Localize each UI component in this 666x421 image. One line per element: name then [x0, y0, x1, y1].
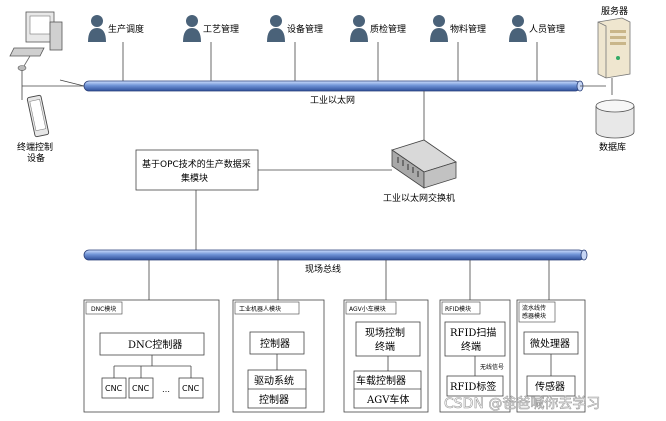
agv-vehicle-box: [353, 370, 422, 409]
dnc-title: DNC模块: [91, 305, 116, 313]
user-icon-dispatch: [88, 15, 106, 42]
agv-vehicle-label: 车载控制器: [356, 374, 406, 387]
cnc-label-2: CNC: [132, 384, 150, 393]
role-label-personnel: 人员管理: [529, 23, 565, 35]
cnc-box-1: [101, 377, 127, 399]
dnc-controller-label: DNC控制器: [128, 338, 182, 351]
rfid-scan-line1: RFID扫描: [450, 326, 496, 339]
cnc-box-3: [178, 377, 204, 399]
opc-collector-line1: 基于OPC技术的生产数据采: [142, 158, 251, 170]
terminal-label-line2: 设备: [27, 152, 45, 164]
user-icon-material: [430, 15, 448, 42]
server-label: 服务器: [601, 5, 628, 17]
cnc-label-3: CNC: [182, 384, 200, 393]
agv-title: AGV小车模块: [349, 305, 386, 313]
database-label: 数据库: [599, 141, 626, 153]
role-label-equipment: 设备管理: [287, 23, 323, 35]
rfid-scan-line2: 终端: [461, 340, 481, 353]
cnc-label-1: CNC: [105, 384, 123, 393]
rfid-title-box: [441, 301, 481, 315]
flow-title-line2: 感器模块: [522, 312, 546, 320]
role-label-process: 工艺管理: [203, 23, 239, 35]
rfid-tag-label: RFID标签: [450, 380, 496, 393]
user-connectors: [122, 42, 538, 81]
watermark: CSDN @爸爸喊你去学习: [444, 396, 600, 412]
rfid-tag-box: [446, 375, 504, 397]
dnc-title-box: [85, 301, 123, 315]
robot-drive-label: 驱动系统: [254, 374, 294, 387]
switch-icon: [391, 139, 457, 189]
agv-field-line1: 现场控制: [365, 326, 405, 339]
user-icon-process: [183, 15, 201, 42]
server-icon: [597, 17, 631, 79]
opc-collector-line2: 集模块: [181, 172, 208, 184]
flow-title-box: [518, 301, 556, 323]
ethernet-label: 工业以太网: [310, 94, 355, 106]
agv-body-label: AGV车体: [366, 393, 409, 406]
agv-title-box: [345, 301, 397, 315]
pc-connector: [59, 79, 85, 87]
rfid-title: RFID模块: [445, 305, 471, 313]
tablet-icon: [26, 94, 50, 138]
agv-field-line2: 终端: [375, 340, 395, 353]
user-icon-equipment: [267, 15, 285, 42]
robot-title: 工业机器人模块: [239, 305, 281, 313]
switch-label: 工业以太网交换机: [383, 192, 455, 204]
flow-cpu-label: 微处理器: [530, 337, 570, 350]
fieldbus-bus: [83, 249, 588, 261]
agv-field-box: [355, 321, 421, 357]
robot-controller-label: 控制器: [260, 337, 290, 350]
terminal-label-line1: 终端控制: [17, 141, 53, 153]
rfid-scan-box: [444, 321, 506, 357]
fieldbus-drops: [148, 260, 550, 300]
fieldbus-label: 现场总线: [305, 263, 341, 275]
flow-title-line1: 流水线传: [522, 304, 546, 312]
robot-title-box: [234, 301, 300, 315]
opc-collector-box: [135, 149, 259, 191]
role-label-dispatch: 生产调度: [108, 23, 144, 35]
robot-controller2-label: 控制器: [259, 393, 289, 406]
user-icon-personnel: [509, 15, 527, 42]
user-icon-quality: [350, 15, 368, 42]
role-label-material: 物料管理: [450, 23, 486, 35]
computer-icon: [9, 11, 63, 71]
database-icon: [595, 99, 635, 139]
rfid-wireless-label: 无线信号: [480, 363, 504, 371]
dnc-tree: [113, 355, 192, 378]
flow-sensor-label: 传感器: [535, 380, 565, 393]
cnc-ellipsis: …: [162, 385, 170, 394]
industrial-ethernet-bus: [83, 80, 584, 92]
cnc-box-2: [128, 377, 154, 399]
role-label-quality: 质检管理: [370, 23, 406, 35]
flow-sensor-box: [526, 375, 576, 397]
